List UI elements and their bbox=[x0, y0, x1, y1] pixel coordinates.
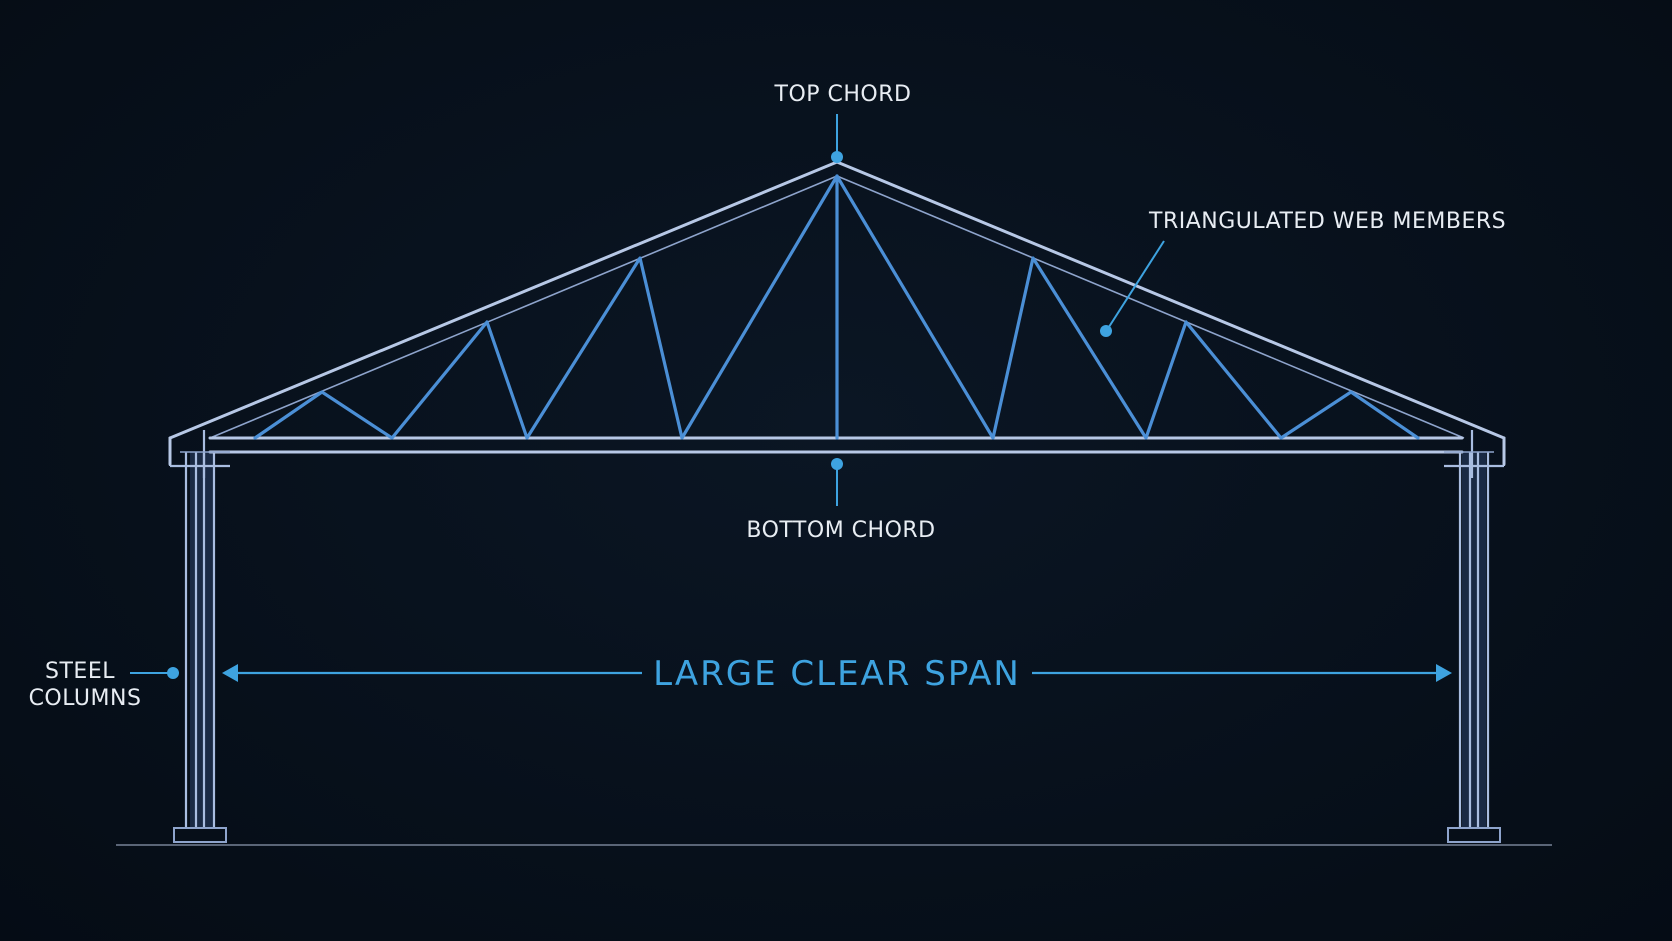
top-chord-marker bbox=[831, 151, 843, 163]
steel-columns-callout: STEEL COLUMNS bbox=[29, 659, 179, 711]
clear-span-label: LARGE CLEAR SPAN bbox=[653, 654, 1021, 694]
left-steel-column bbox=[168, 430, 230, 843]
web-members-marker bbox=[1100, 325, 1112, 337]
top-chord-callout: TOP CHORD bbox=[774, 82, 912, 163]
bottom-chord-label: BOTTOM CHORD bbox=[746, 518, 935, 543]
web-members-label: TRIANGULATED WEB MEMBERS bbox=[1148, 209, 1506, 234]
span-arrow-right bbox=[1436, 664, 1452, 682]
bottom-chord bbox=[180, 436, 1494, 454]
span-arrow-left bbox=[222, 664, 238, 682]
clear-span-dimension: LARGE CLEAR SPAN bbox=[222, 654, 1452, 694]
web-members bbox=[253, 174, 1420, 440]
steel-columns-marker bbox=[167, 667, 179, 679]
top-chord-label: TOP CHORD bbox=[774, 82, 912, 107]
steel-columns-label-line2: COLUMNS bbox=[29, 686, 142, 711]
right-steel-column bbox=[1444, 430, 1506, 843]
bottom-chord-callout: BOTTOM CHORD bbox=[746, 458, 935, 543]
web-members-callout: TRIANGULATED WEB MEMBERS bbox=[1100, 209, 1506, 337]
steel-columns-label-line1: STEEL bbox=[45, 659, 115, 684]
